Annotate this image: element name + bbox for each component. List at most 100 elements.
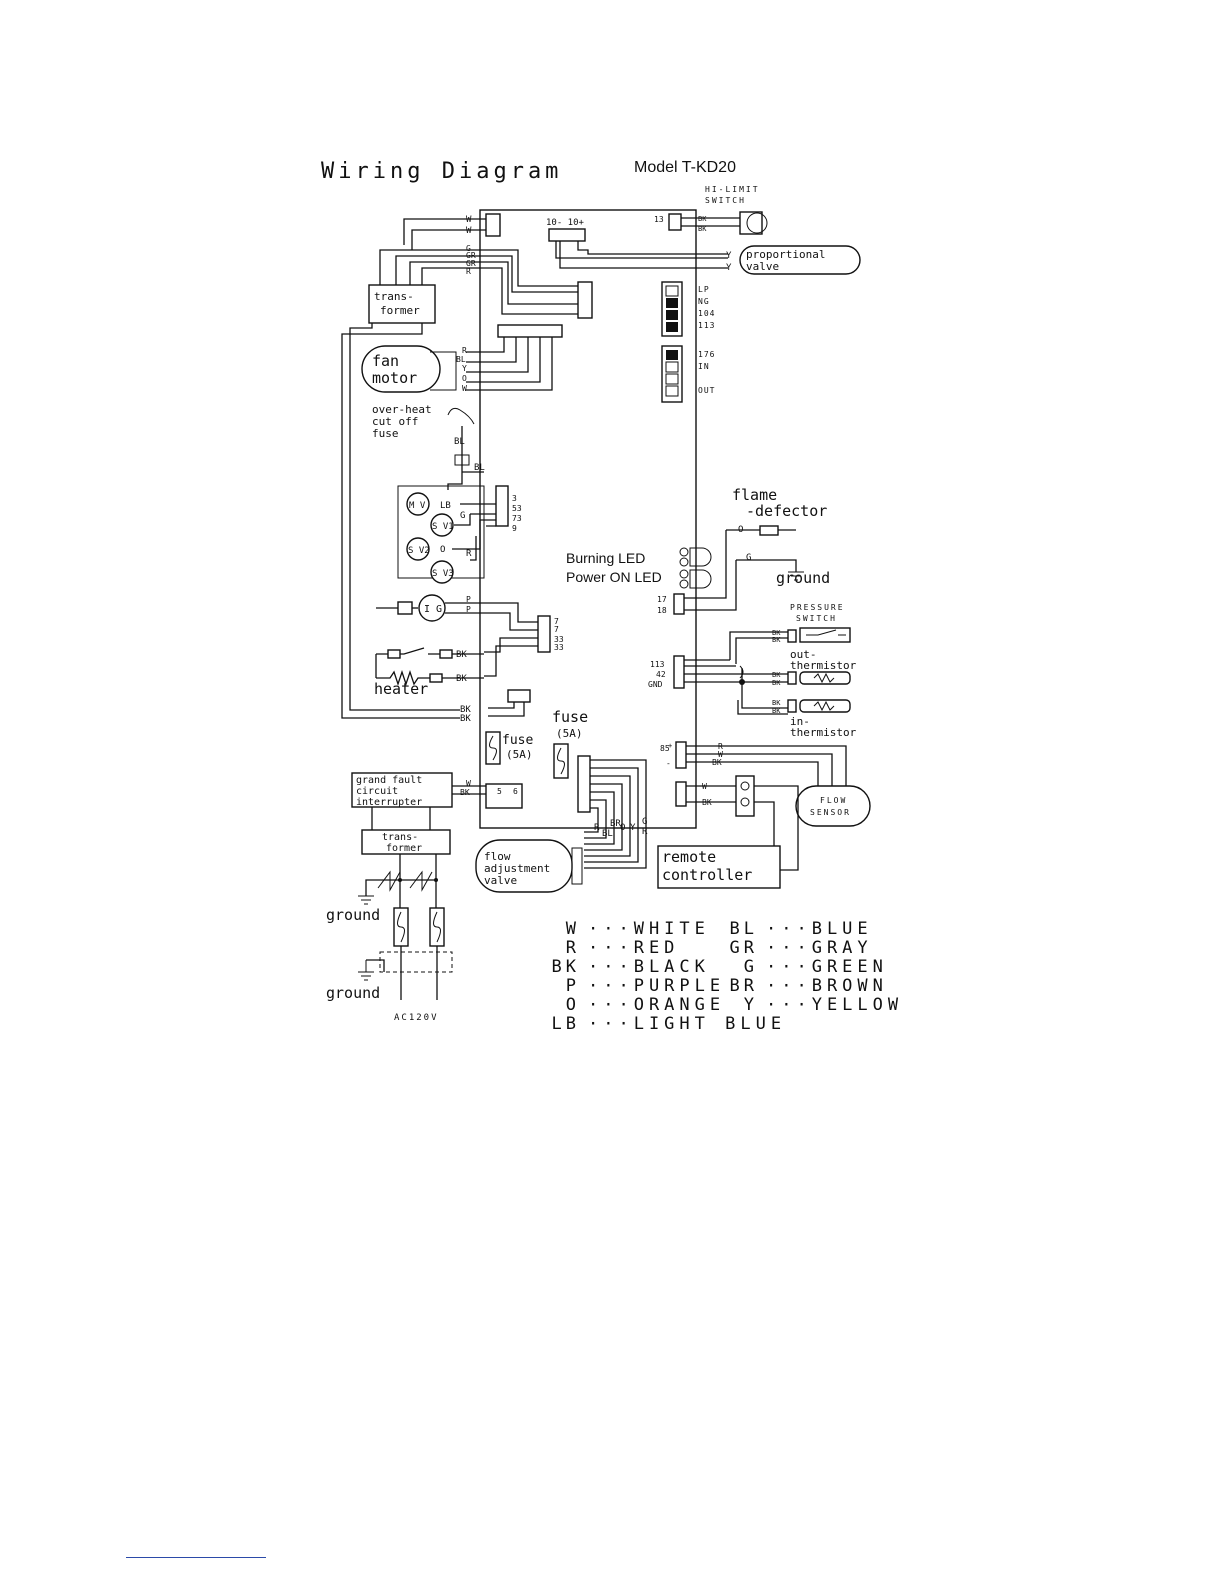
svg-text:9: 9: [512, 524, 517, 533]
svg-text:W: W: [718, 750, 723, 759]
sv3-coil: [430, 560, 454, 584]
svg-text:GR: GR: [466, 259, 476, 268]
connector-10: [548, 228, 586, 242]
svg-text:R: R: [642, 827, 648, 837]
transformer-bottom-label: trans- former: [382, 832, 422, 854]
svg-text:W: W: [466, 226, 472, 236]
power-wire-2: BK: [460, 714, 471, 724]
footer-rule: [126, 1557, 266, 1558]
heater-label: heater: [374, 680, 428, 698]
fuse-left-label: fuse (5A): [502, 733, 533, 761]
thermistor-pin-labels: 113 42 GND: [648, 660, 666, 689]
svg-text:fuse: fuse: [552, 708, 588, 726]
svg-text:remote: remote: [662, 848, 716, 866]
flame-wire: O: [738, 525, 743, 535]
out-therm-wire-1: BK: [772, 671, 781, 679]
sv1-label: S V1: [432, 522, 454, 532]
svg-text:R: R: [594, 823, 600, 833]
remote-wire-1: W: [702, 782, 707, 791]
sv1-wire: G: [460, 511, 465, 521]
svg-text:thermistor: thermistor: [790, 659, 857, 672]
legend-code: G: [744, 957, 758, 977]
svg-text:BK: BK: [712, 758, 722, 767]
pressure-wire-1: BK: [772, 629, 781, 637]
flow-pin-labels: 85 + -: [660, 742, 672, 768]
legend-code: Y: [744, 995, 758, 1015]
svg-text:trans-: trans-: [382, 832, 418, 843]
legend-code: GR: [730, 938, 758, 958]
transformer-top-label: trans- former: [374, 290, 420, 317]
valve-wire-2: Y: [726, 263, 732, 273]
in-therm-wire-1: BK: [772, 699, 781, 707]
svg-text:(5A): (5A): [556, 727, 583, 740]
svg-text:LP: LP: [698, 285, 710, 294]
legend-color-name: ···ORANGE: [588, 995, 725, 1015]
legend-code: O: [566, 995, 580, 1015]
switch-wire-1: BK: [698, 215, 707, 223]
svg-text:7: 7: [554, 625, 559, 634]
legend-color-name: ···BLACK: [588, 957, 710, 977]
svg-text:controller: controller: [662, 866, 752, 884]
flow-adjustment-valve-label: flow adjustment valve: [484, 850, 550, 887]
flow-wire-labels: R W BK: [712, 742, 723, 767]
gfci-pin-1: 5: [497, 787, 502, 796]
gfci-wire-1: W: [466, 779, 471, 788]
svg-text:cut off: cut off: [372, 415, 418, 428]
mv-wire: LB: [440, 501, 451, 511]
sv2-wire: O: [440, 545, 445, 555]
legend-color-name: ···YELLOW: [766, 995, 903, 1015]
svg-text:33: 33: [554, 635, 564, 644]
power-led-label: Power ON LED: [566, 569, 662, 585]
fuse-wire-2: BL: [474, 463, 485, 473]
switch-wire-2: BK: [698, 225, 707, 233]
remote-controller-label: remote controller: [662, 848, 752, 884]
svg-text:interrupter: interrupter: [356, 797, 422, 808]
connector-top-left-labels: W W: [466, 215, 472, 236]
svg-text:85: 85: [660, 744, 670, 753]
svg-text:176: 176: [698, 350, 715, 359]
svg-text:SENSOR: SENSOR: [810, 808, 851, 817]
diagram-title: Wiring Diagram: [321, 159, 562, 184]
svg-text:PRESSURE: PRESSURE: [790, 603, 845, 612]
valve-wire-1: Y: [726, 251, 732, 261]
svg-text:BR: BR: [610, 819, 621, 829]
proportional-valve-label: proportional valve: [746, 248, 825, 273]
svg-text:HI-LIMIT: HI-LIMIT: [705, 185, 760, 194]
connector-led: [673, 593, 685, 615]
heater-wire-1: BK: [456, 650, 467, 660]
legend-color-name: ···GRAY: [766, 938, 873, 958]
mv-coil: [406, 492, 430, 516]
svg-text:adjustment: adjustment: [484, 862, 550, 875]
connector-trans: [577, 281, 593, 319]
model-label: Model T-KD20: [634, 159, 736, 176]
svg-text:motor: motor: [372, 369, 417, 387]
dip-switch-top-cells: [665, 285, 679, 332]
connector-valves: [495, 485, 509, 527]
gfci-wire-2: BK: [460, 788, 470, 797]
legend-code: BR: [730, 976, 758, 996]
svg-text:valve: valve: [746, 260, 779, 273]
connector-power: [507, 689, 531, 703]
svg-text:-: -: [666, 759, 671, 768]
gfci-label: grand fault circuit interrupter: [356, 775, 422, 808]
sv2-coil: [406, 537, 430, 561]
svg-text:former: former: [386, 843, 422, 854]
svg-text:out-: out-: [790, 648, 817, 661]
svg-text:R: R: [466, 267, 471, 276]
legend-code: LB: [552, 1014, 580, 1034]
sv3-wire: R: [466, 549, 472, 559]
svg-text:fan: fan: [372, 352, 399, 370]
svg-text:thermistor: thermistor: [790, 726, 857, 739]
svg-text:33: 33: [554, 643, 564, 652]
in-thermistor-label: in- thermistor: [790, 715, 857, 739]
connector-top-left: [485, 213, 501, 237]
svg-text:104: 104: [698, 309, 715, 318]
ground-label-2: ground: [326, 984, 380, 1002]
svg-text:G: G: [642, 817, 647, 827]
sv2-label: S V2: [408, 546, 430, 556]
legend-code: R: [566, 938, 580, 958]
svg-text:Y: Y: [462, 364, 467, 373]
legend-color-name: ···GREEN: [766, 957, 888, 977]
svg-text:3: 3: [512, 494, 517, 503]
svg-text:Y: Y: [630, 823, 636, 833]
